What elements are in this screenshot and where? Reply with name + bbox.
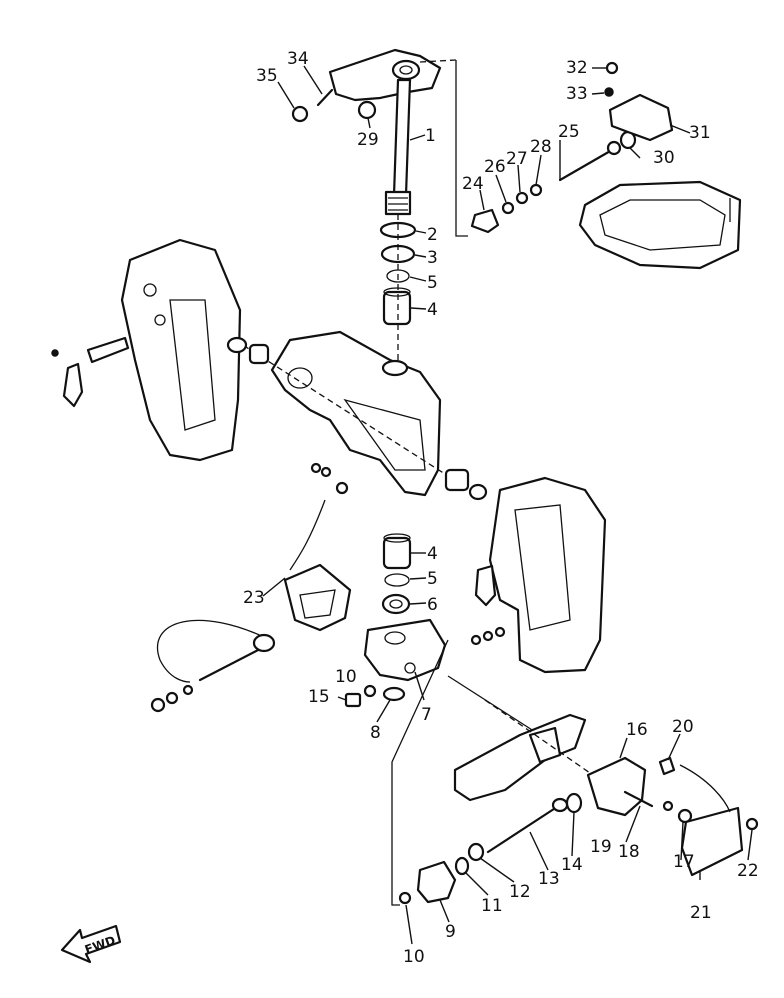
callout-19: 19 bbox=[590, 837, 612, 857]
callout-2: 2 bbox=[427, 225, 438, 245]
callout-22: 22 bbox=[737, 861, 759, 881]
callout-29: 29 bbox=[357, 130, 379, 150]
callout-10: 10 bbox=[335, 667, 357, 687]
lower-steering-link bbox=[283, 462, 352, 632]
leader-lines bbox=[262, 65, 753, 945]
callout-24: 24 bbox=[462, 174, 484, 194]
callout-4: 4 bbox=[427, 544, 438, 564]
callout-18: 18 bbox=[618, 842, 640, 862]
fwd-arrow-marker: FWD bbox=[60, 924, 122, 964]
callout-1: 1 bbox=[425, 126, 436, 146]
callout-8: 8 bbox=[370, 723, 381, 743]
callout-16: 16 bbox=[626, 720, 648, 740]
lower-small-fasteners bbox=[344, 684, 406, 708]
lower-pad bbox=[453, 699, 601, 802]
steering-arm bbox=[328, 48, 457, 102]
callout-31: 31 bbox=[689, 123, 711, 143]
callout-28: 28 bbox=[530, 137, 552, 157]
top-left-fasteners bbox=[291, 88, 377, 123]
right-clamp-bracket bbox=[474, 476, 607, 674]
upper-bushing-stack bbox=[379, 214, 417, 370]
lower-bushing-stack bbox=[381, 533, 412, 615]
callout-11: 11 bbox=[481, 896, 503, 916]
callout-14: 14 bbox=[561, 855, 583, 875]
callout-3: 3 bbox=[427, 248, 438, 268]
top-right-bracket-assembly bbox=[455, 60, 742, 270]
bottom-bolt-assembly bbox=[398, 792, 583, 905]
callout-23: 23 bbox=[243, 588, 265, 608]
swivel-bracket bbox=[234, 330, 471, 497]
steering-shaft bbox=[384, 78, 412, 216]
callout-15: 15 bbox=[308, 687, 330, 707]
left-clamp-screw bbox=[51, 336, 130, 408]
left-bolt-parts bbox=[226, 336, 270, 365]
callout-4: 4 bbox=[427, 300, 438, 320]
right-bolt-parts bbox=[444, 468, 506, 646]
long-bolt-assembly bbox=[150, 619, 276, 713]
callout-10: 10 bbox=[403, 947, 425, 967]
callout-27: 27 bbox=[506, 149, 528, 169]
callout-5: 5 bbox=[427, 273, 438, 293]
callout-7: 7 bbox=[421, 705, 432, 725]
callout-5: 5 bbox=[427, 569, 438, 589]
callout-32: 32 bbox=[566, 58, 588, 78]
callout-6: 6 bbox=[427, 595, 438, 615]
callout-17: 17 bbox=[673, 852, 695, 872]
callout-20: 20 bbox=[672, 717, 694, 737]
callout-35: 35 bbox=[256, 66, 278, 86]
callout-34: 34 bbox=[287, 49, 309, 69]
callout-25: 25 bbox=[558, 122, 580, 142]
lower-mount-bracket bbox=[363, 618, 447, 682]
callout-labels: 1 2 3 4 4 5 5 6 7 8 9 10 10 11 12 13 14 … bbox=[243, 49, 759, 967]
callout-30: 30 bbox=[653, 148, 675, 168]
callout-21: 21 bbox=[690, 903, 712, 923]
left-clamp-bracket bbox=[120, 238, 242, 462]
callout-13: 13 bbox=[538, 869, 560, 889]
callout-26: 26 bbox=[484, 157, 506, 177]
callout-12: 12 bbox=[509, 882, 531, 902]
callout-9: 9 bbox=[445, 922, 456, 942]
tilt-lock-assembly bbox=[586, 756, 759, 877]
callout-33: 33 bbox=[566, 84, 588, 104]
